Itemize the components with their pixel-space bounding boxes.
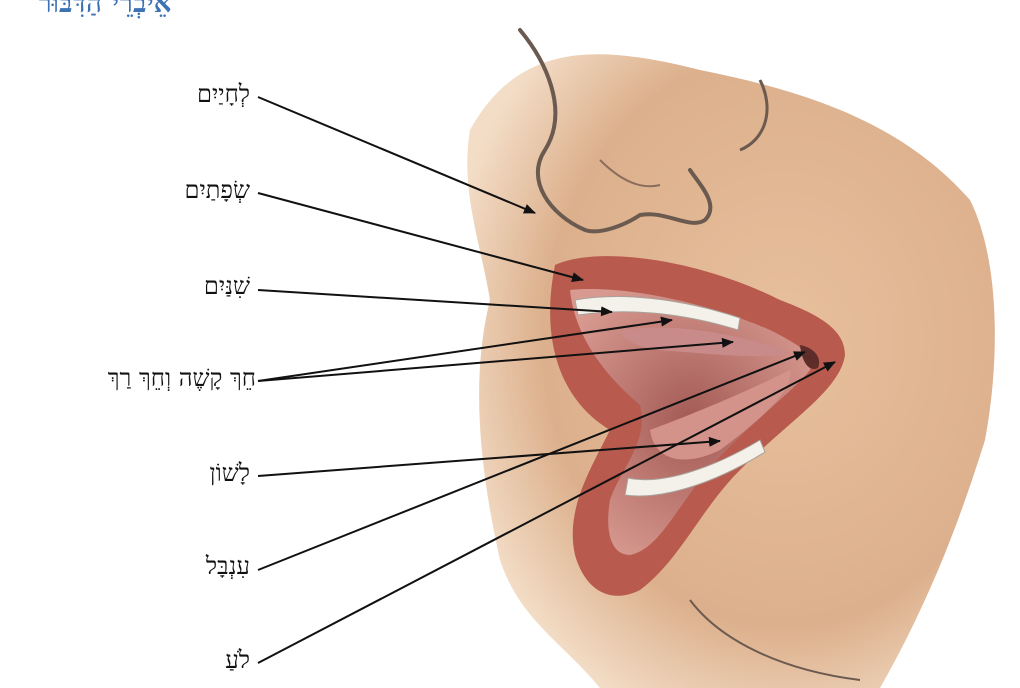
label-lips: שְׂפָתַיִם xyxy=(185,176,250,205)
label-tongue: לָשׁוֹן xyxy=(210,459,250,488)
label-palate: חֵךְ קָשֶׁה וְחֵךְ רַךְ xyxy=(108,364,256,393)
label-teeth: שִׁנַּיִם xyxy=(204,272,250,301)
label-throat: לֹעַ xyxy=(225,646,250,675)
label-cheeks: לְחָיַיִם xyxy=(197,80,250,109)
label-uvula: עִנְבָּל xyxy=(206,552,250,581)
